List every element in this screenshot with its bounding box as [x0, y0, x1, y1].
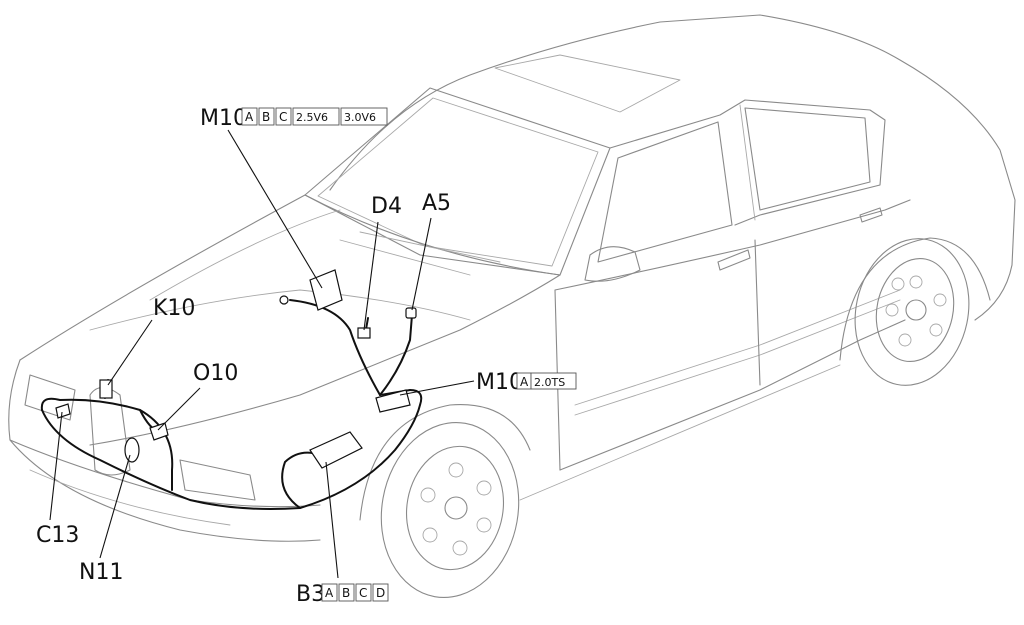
- variant-badge: 2.5V6: [296, 111, 328, 124]
- variant-badge: D: [376, 586, 385, 600]
- callout-code: M10: [200, 106, 247, 131]
- variant-badge: B: [262, 110, 270, 124]
- callout-code: M10: [476, 370, 523, 395]
- air-flow-meter-b3: [309, 431, 363, 469]
- component-n11: [124, 437, 140, 463]
- callout-n11: N11: [79, 560, 123, 585]
- leader-lines: [49, 129, 475, 579]
- variant-badge: C: [359, 586, 367, 600]
- components: [55, 269, 417, 469]
- variant-badge: B: [342, 586, 350, 600]
- variant-badge: A: [520, 375, 529, 389]
- variant-badge: 3.0V6: [344, 111, 376, 124]
- module-m10-mid: [375, 389, 411, 413]
- variant-badge: 2.0TS: [534, 376, 565, 389]
- variant-badge: C: [279, 110, 287, 124]
- car-illustration: [8, 14, 1016, 599]
- callout-m10-mid: M10 A 2.0TS: [476, 370, 577, 395]
- callout-a5: A5: [422, 191, 451, 216]
- ground-point: [279, 295, 289, 305]
- callout-k10: K10: [153, 296, 195, 321]
- ecu-m10-top: [309, 269, 343, 311]
- callout-b3: B3 A B C D: [296, 582, 389, 607]
- variant-badge: A: [325, 586, 334, 600]
- callout-d4: D4: [371, 194, 402, 219]
- callout-o10: O10: [193, 361, 238, 386]
- callout-c13: C13: [36, 523, 79, 548]
- callout-m10-top: M10 A B C 2.5V6 3.0V6: [200, 106, 388, 131]
- component-o10: [149, 422, 169, 441]
- component-c13: [55, 403, 71, 419]
- sensor-a5: [405, 307, 417, 319]
- callout-code: B3: [296, 582, 325, 607]
- wiring-harness: [40, 299, 423, 510]
- variant-badge: A: [245, 110, 254, 124]
